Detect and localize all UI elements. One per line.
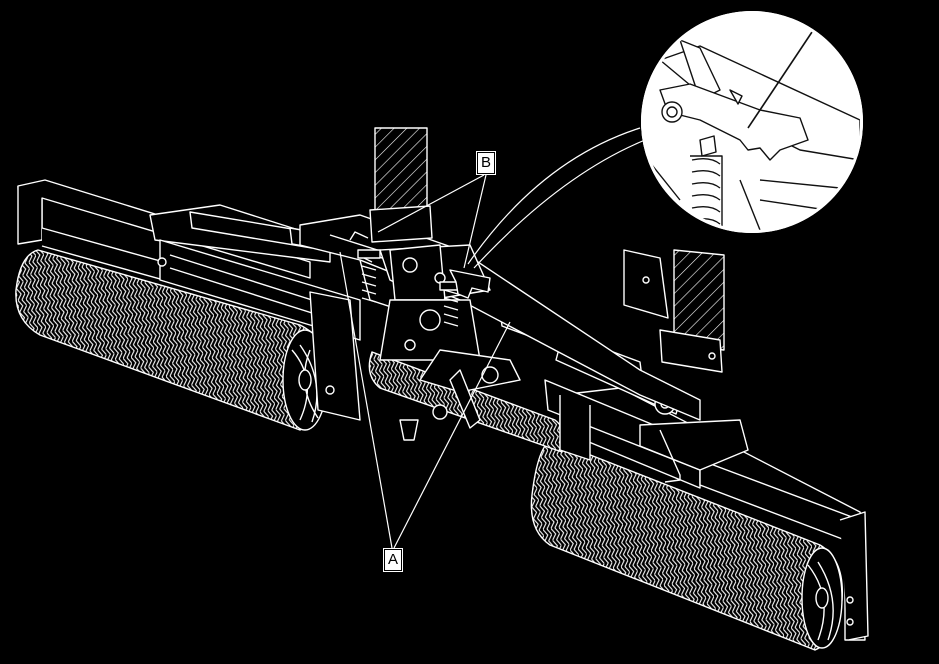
spring-left [357,249,381,303]
leader-b-2 [463,174,487,269]
callout-label-b: B [477,152,495,174]
leader-a-1 [339,251,393,549]
leader-a-2 [393,321,511,549]
detail-magnifier [641,11,863,233]
lock-hook [449,269,491,299]
central-drawbar [299,214,701,441]
detail-connector-2 [473,139,646,269]
callout-leaders [339,127,646,549]
mudguard-right [623,249,725,373]
callout-label-a: A [384,549,402,571]
leader-b-1 [377,174,485,233]
right-frame [544,379,869,641]
detail-connector-1 [467,127,641,265]
mudguard-left [369,127,433,243]
right-roller [530,439,844,651]
